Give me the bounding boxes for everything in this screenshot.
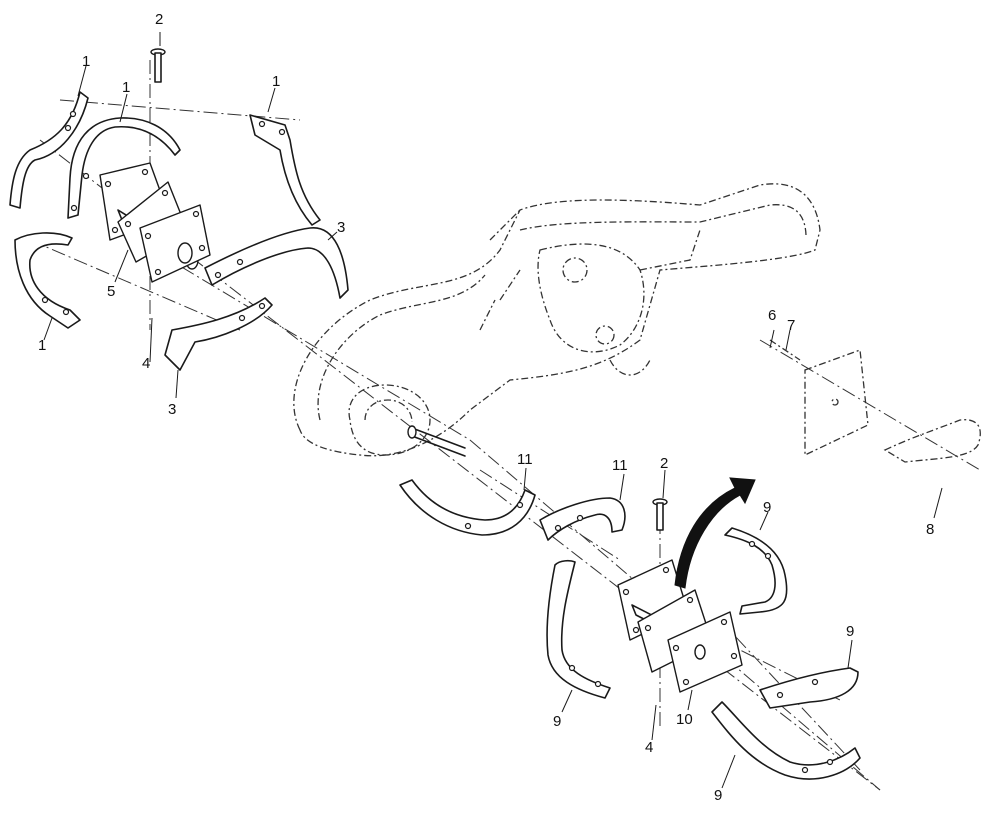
clevis-pin-left (150, 48, 166, 83)
callout-1: 1 (272, 73, 280, 90)
callout-10: 10 (676, 711, 693, 728)
callout-9: 9 (763, 499, 771, 516)
left-tine-3-right (204, 227, 349, 299)
right-tine-11-left (399, 479, 536, 536)
callout-labels: 1 1 1 1 2 3 3 4 5 6 7 8 11 11 2 9 9 9 9 … (38, 11, 934, 804)
right-tine-9-right-middle (759, 667, 859, 709)
right-tine-9-bottom (711, 701, 861, 780)
right-tine-9-left (546, 559, 611, 699)
callout-9: 9 (714, 787, 722, 804)
callout-8: 8 (926, 521, 934, 538)
rotation-direction-arrow-icon (674, 477, 756, 589)
tiller-housing-phantom (293, 183, 821, 457)
callout-2: 2 (155, 11, 163, 28)
callout-5: 5 (107, 283, 115, 300)
callout-6: 6 (768, 307, 776, 324)
callout-9: 9 (553, 713, 561, 730)
callout-3: 3 (337, 219, 345, 236)
phantom-right-hub (769, 339, 981, 463)
callout-2: 2 (660, 455, 668, 472)
callout-9: 9 (846, 623, 854, 640)
clevis-pin-right (652, 498, 668, 531)
right-tine-11-right (539, 497, 626, 541)
callout-7: 7 (787, 317, 795, 334)
callout-11: 11 (612, 457, 628, 474)
left-tine-1-upper-left (9, 91, 89, 209)
right-hub-assembly (617, 559, 743, 693)
left-tine-1-upper-right (249, 114, 321, 226)
left-tine-1-upper-middle (67, 117, 181, 219)
callout-4: 4 (645, 739, 653, 756)
right-tine-9-upper-right (724, 527, 788, 615)
left-hub-assembly (99, 162, 211, 283)
callout-3: 3 (168, 401, 176, 418)
left-tine-3-lower (164, 297, 273, 371)
callout-1: 1 (82, 53, 90, 70)
callout-1: 1 (122, 79, 130, 96)
left-tine-1-lower-left (14, 232, 81, 329)
callout-11: 11 (517, 451, 533, 468)
leader-lines (43, 32, 943, 789)
callout-4: 4 (142, 355, 150, 372)
callout-1: 1 (38, 337, 46, 354)
